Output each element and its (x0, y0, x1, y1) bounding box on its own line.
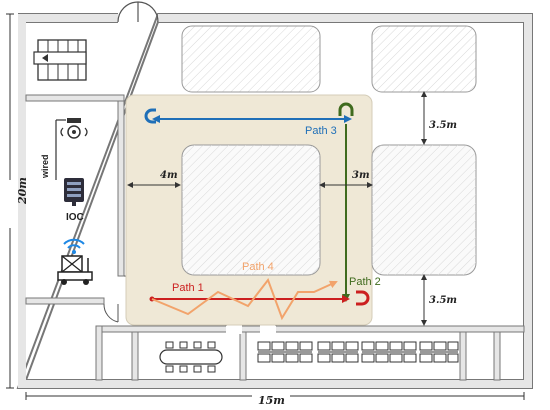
server-icon (64, 178, 84, 206)
dim-left-label: 4m (160, 170, 178, 181)
meeting-table-icon (159, 341, 223, 373)
path-3-label: Path 3 (305, 125, 337, 137)
path-2-label: Path 2 (349, 276, 381, 288)
dim-width (25, 392, 525, 400)
left-room-walls (25, 94, 141, 323)
ioc-label: IOC (66, 212, 84, 223)
path-3 (144, 108, 352, 124)
dim-height (6, 13, 14, 389)
path-2 (338, 102, 354, 302)
path-4-label: Path 4 (242, 261, 274, 273)
dim-bottom-right-label: 3.5m (429, 295, 457, 306)
path-1-label: Path 1 (172, 282, 204, 294)
dim-width-label: 15m (258, 394, 285, 407)
obstacles (181, 25, 477, 276)
path-4 (151, 277, 338, 321)
entrance-door (117, 1, 159, 23)
wired-label: wired (40, 154, 50, 179)
camera-icon (60, 118, 88, 139)
robot-icon (57, 255, 93, 285)
block-center-hatch (182, 145, 320, 275)
dim-top-right-label: 3.5m (429, 120, 457, 131)
wifi-icon (63, 238, 85, 254)
shelf-icon (33, 39, 87, 81)
u-turn-icon-green (338, 102, 354, 116)
u-turn-icon-blue (144, 108, 156, 124)
block-top-right (371, 25, 477, 93)
dim-right-label: 3m (352, 170, 370, 181)
block-top-center (181, 25, 321, 93)
outer-walls (16, 13, 533, 389)
u-turn-icon-red (356, 290, 370, 306)
dim-height-label: 20m (16, 177, 29, 205)
desk-cluster-icon (257, 341, 459, 363)
block-right-hatch (372, 145, 476, 275)
